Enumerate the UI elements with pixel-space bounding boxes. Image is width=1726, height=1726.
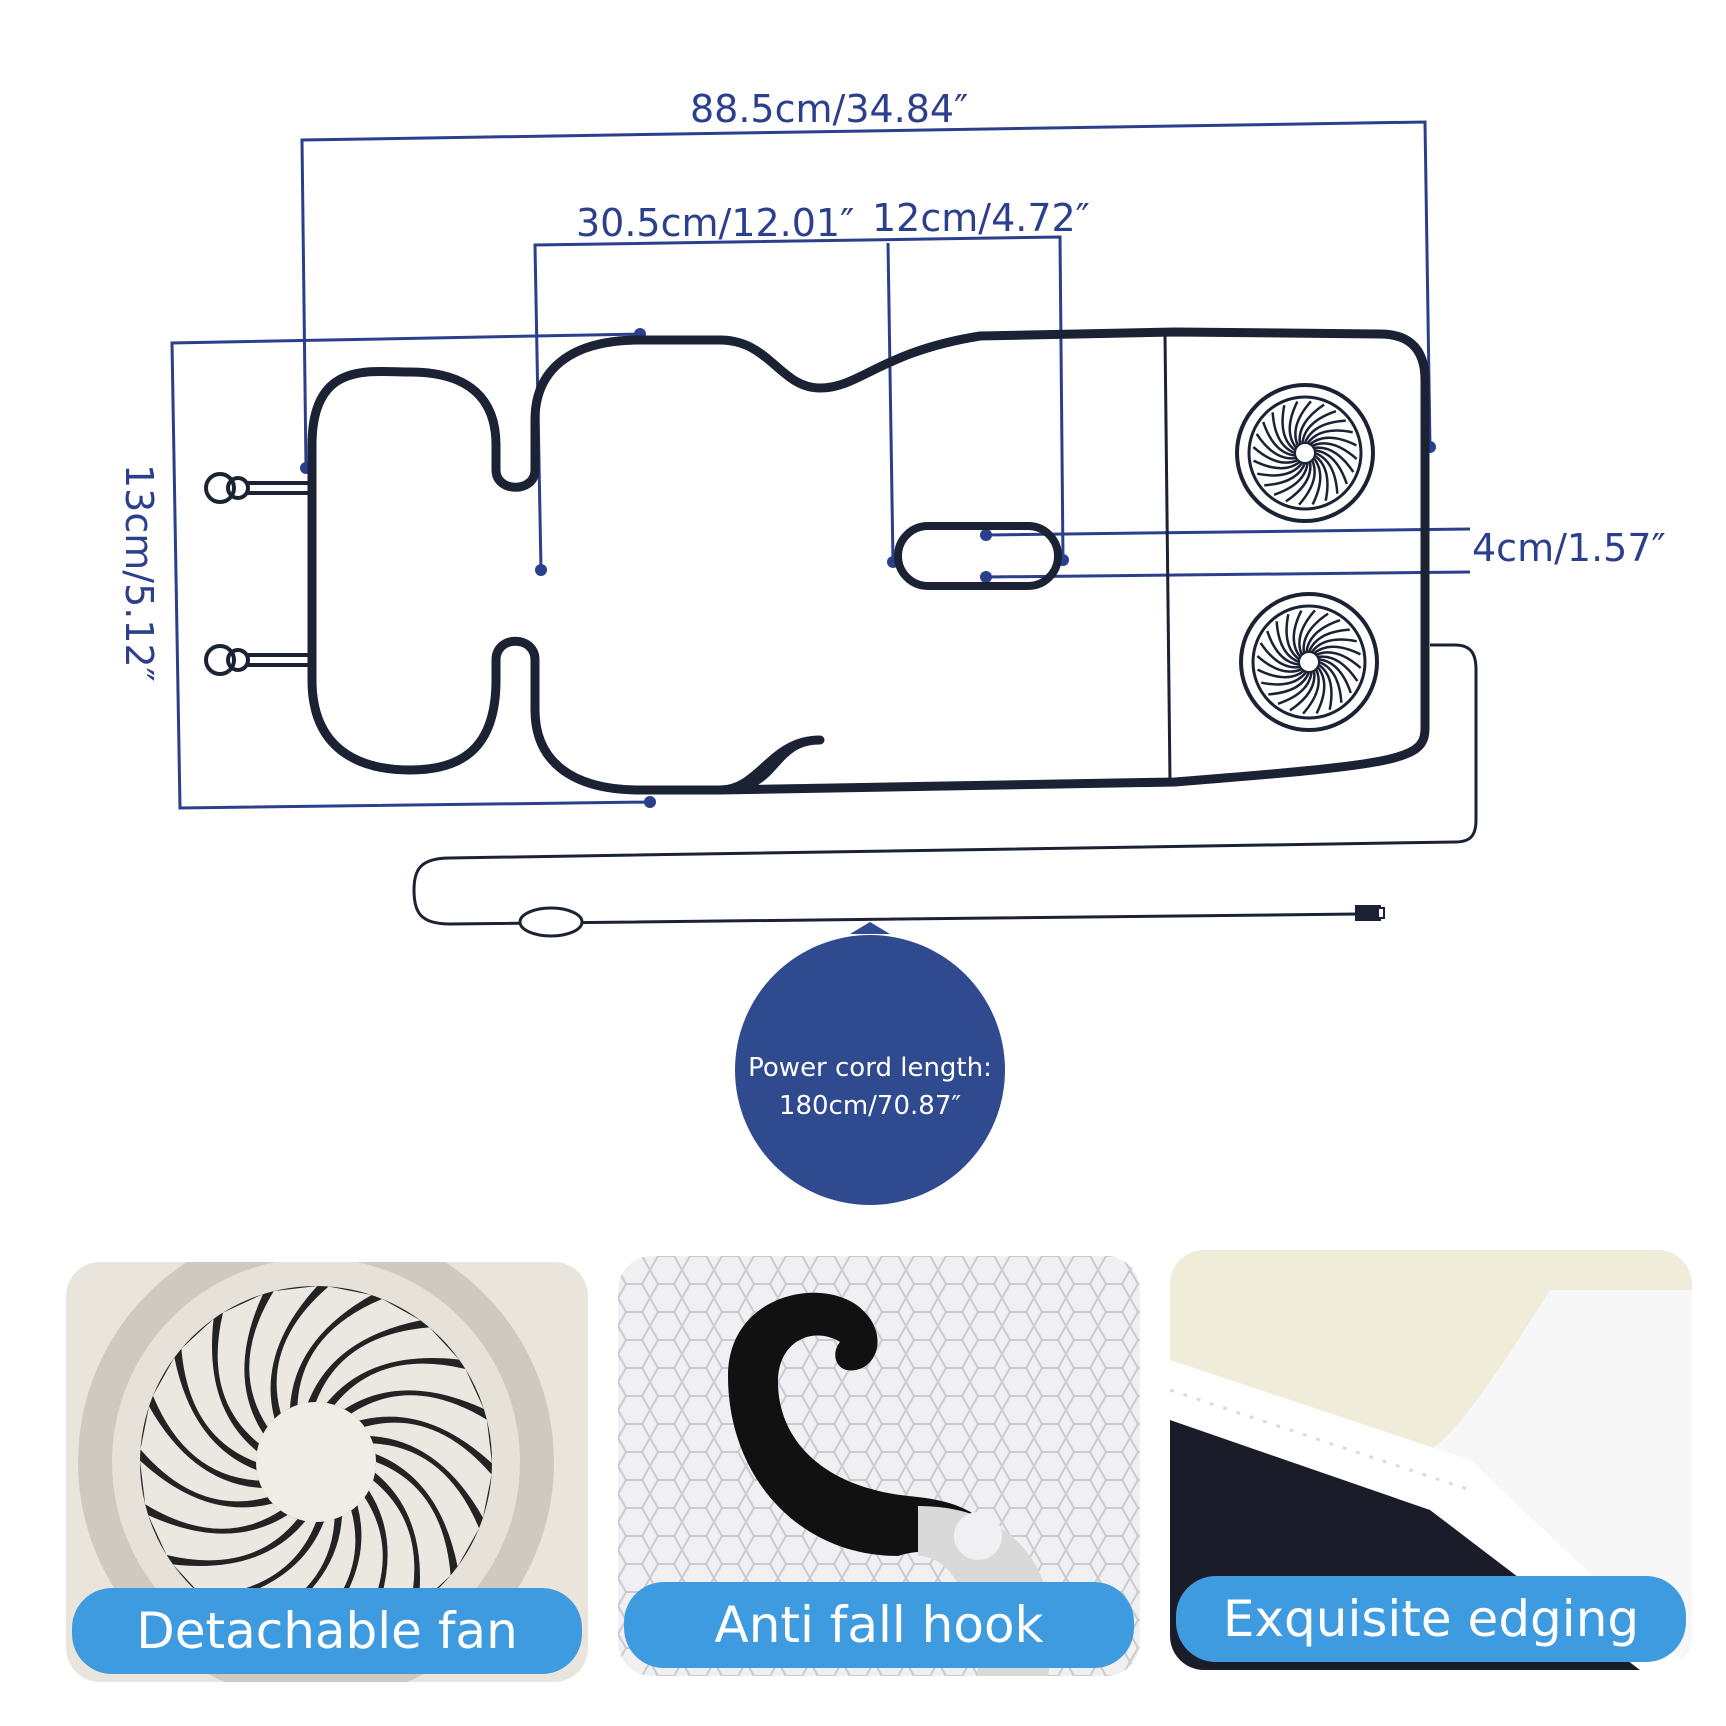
feature-tile-fan: Detachable fan xyxy=(66,1262,588,1682)
feature-pill-exquisite-edging: Exquisite edging xyxy=(1176,1576,1686,1662)
power-cord-badge: Power cord length: 180cm/70.87″ xyxy=(735,922,1005,1205)
mat-outline xyxy=(307,327,1430,795)
dimension-diagram: 88.5cm/34.84″ 30.5cm/12.01″ 12cm/4.72″ 4… xyxy=(117,87,1666,1205)
usb-plug-icon xyxy=(1355,905,1381,921)
fan-icon xyxy=(78,1262,554,1682)
slot-width-label: 4cm/1.57″ xyxy=(1472,526,1666,570)
slot-length-label: 12cm/4.72″ xyxy=(872,196,1090,240)
head-width-label: 30.5cm/12.01″ xyxy=(576,201,854,245)
fan-icon xyxy=(1239,592,1379,732)
cord-switch xyxy=(518,906,584,938)
power-cord xyxy=(412,643,1478,926)
strap-slot xyxy=(894,522,1062,590)
fan-icon xyxy=(1235,383,1375,523)
feature-pill-detachable-fan: Detachable fan xyxy=(72,1588,582,1674)
height-label: 13cm/5.12″ xyxy=(117,464,161,682)
hook-icon xyxy=(204,472,312,676)
feature-tile-hook: Anti fall hook xyxy=(618,1256,1140,1676)
fan-compartment-divider xyxy=(1163,333,1172,783)
power-cord-line1: Power cord length: xyxy=(748,1053,992,1083)
total-length-label: 88.5cm/34.84″ xyxy=(690,87,968,131)
feature-pill-anti-fall-hook: Anti fall hook xyxy=(624,1582,1134,1668)
feature-tile-edging: Exquisite edging xyxy=(1170,1250,1692,1670)
power-cord-line2: 180cm/70.87″ xyxy=(779,1091,961,1121)
